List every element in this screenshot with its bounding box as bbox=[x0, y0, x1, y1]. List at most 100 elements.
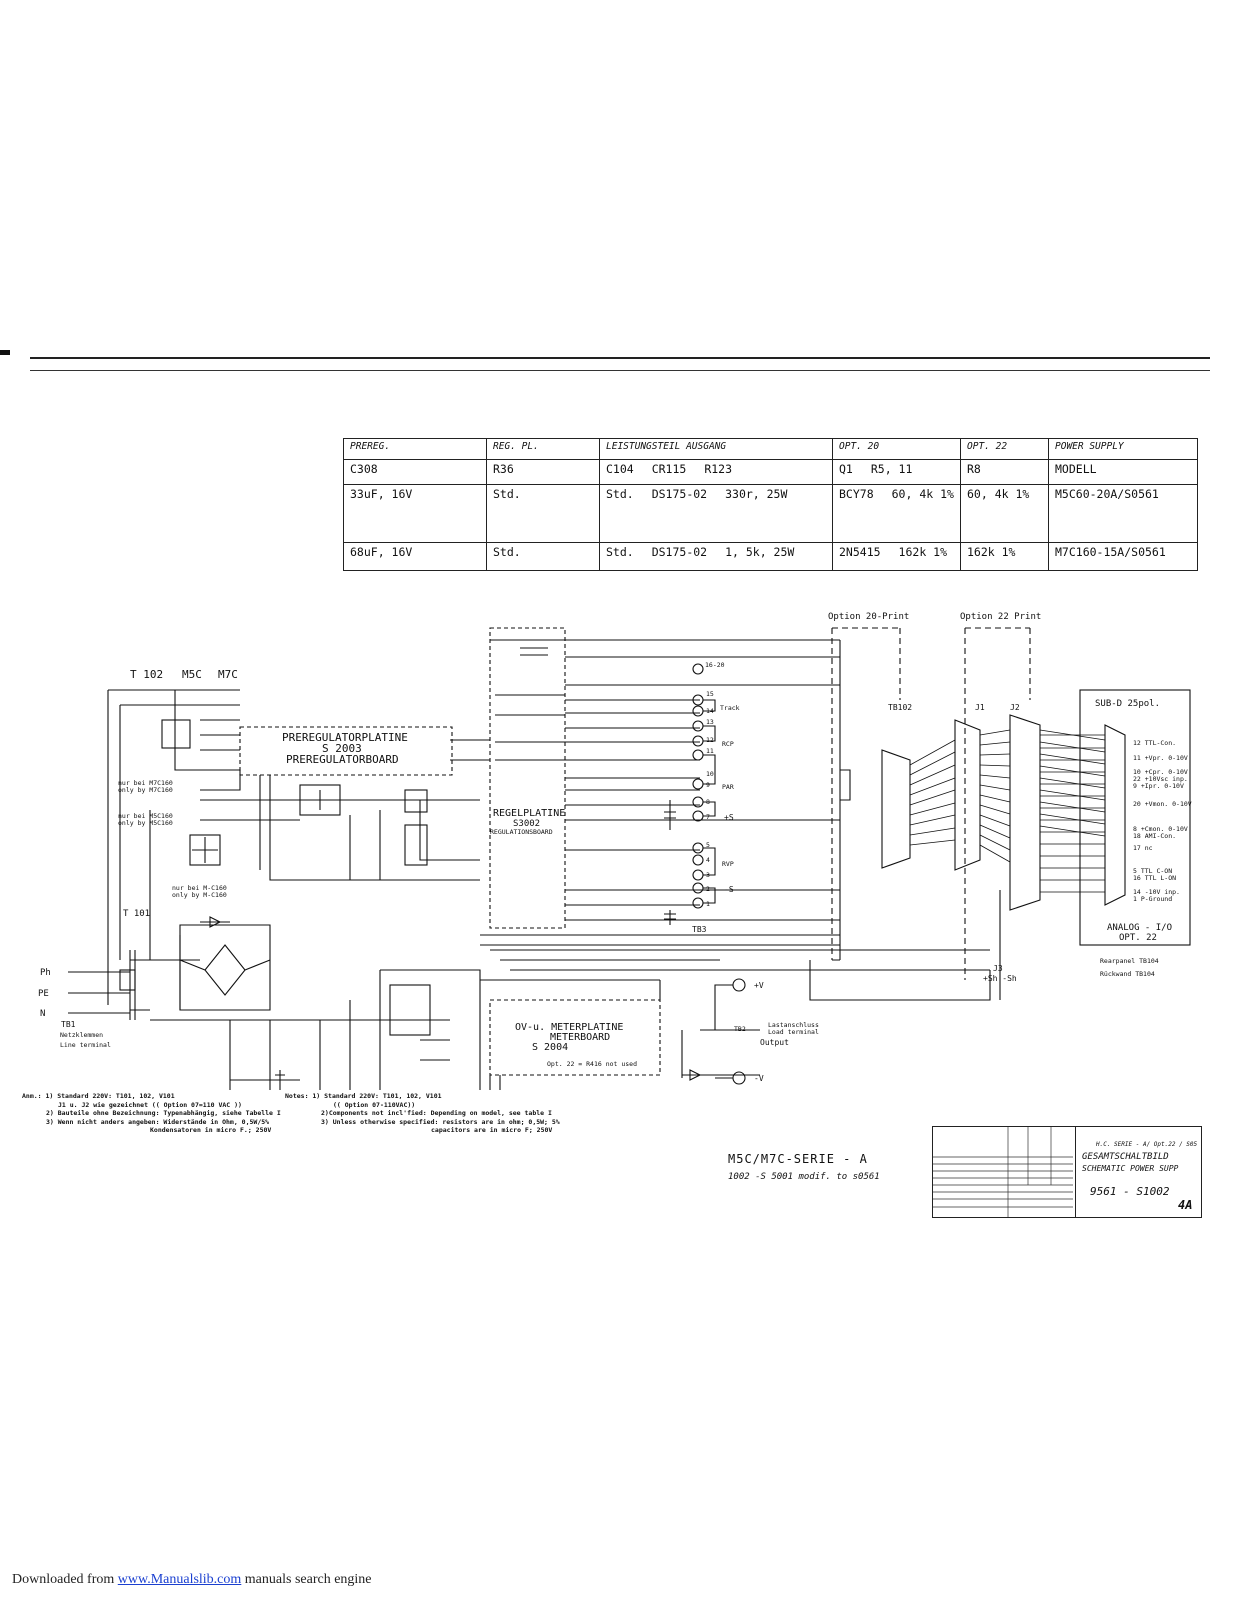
title-block-series: H.C. SERIE - A/ Opt.22 / S05 bbox=[1096, 1141, 1198, 1148]
j2-label: J2 bbox=[1010, 703, 1020, 712]
note-line: 2) Bauteile ohne Bezeichnung: Typenabhän… bbox=[46, 1109, 281, 1117]
subd-pin-label: 22 +10Vsc inp. bbox=[1133, 775, 1188, 783]
subd-pin-label: 17 nc bbox=[1133, 844, 1153, 852]
note-line: 3) Unless otherwise specified: resistors… bbox=[321, 1117, 560, 1126]
cell-prereg: C308 bbox=[343, 458, 487, 486]
rvp-label: RVP bbox=[722, 860, 734, 868]
tb3-label: TB3 bbox=[692, 925, 707, 934]
tb3-pin-number: 8 bbox=[706, 798, 710, 806]
subd-pin-labels: 12 TTL-Con. 11 +Vpr. 0-10V 10 +Cpr. 0-10… bbox=[1133, 739, 1192, 903]
track-label: Track bbox=[720, 704, 740, 712]
note-line: J1 u. J2 wie gezeichnet (( Option 07=110… bbox=[58, 1100, 242, 1109]
netz-label: Netzklemmen bbox=[60, 1031, 103, 1039]
subd-pin-label: 11 +Vpr. 0-10V bbox=[1133, 754, 1188, 762]
tb3-pin-number: 3 bbox=[706, 871, 710, 879]
cell-r511: 60, 4k 1% bbox=[891, 487, 954, 502]
sheet-number: 4A bbox=[1178, 1198, 1193, 1212]
series-label: M5C/M7C-SERIE - A bbox=[728, 1152, 868, 1166]
cell-r8: 60, 4k 1% bbox=[960, 484, 1049, 544]
title-block: H.C. SERIE - A/ Opt.22 / S05 GESAMTSCHAL… bbox=[932, 1126, 1202, 1218]
mc-only-label: nur bei M-C160 bbox=[172, 884, 227, 892]
ph-label: Ph bbox=[40, 968, 51, 978]
subd-pin-label: 10 +Cpr. 0-10V bbox=[1133, 768, 1188, 776]
cell-modell: M5C60-20A/S0561 bbox=[1048, 484, 1198, 544]
subd-pin-label: 16 TTL L-ON bbox=[1133, 874, 1176, 882]
pin-16-20-label: 16-20 bbox=[705, 661, 725, 669]
m5c-only-label: nur bei M5C160 bbox=[118, 812, 173, 820]
tb3-pin-number: 2 bbox=[706, 885, 710, 893]
m5c-label: M5C bbox=[182, 668, 202, 681]
plus-s-label: +S bbox=[724, 813, 734, 822]
rcp-label: RCP bbox=[722, 740, 734, 748]
note-line: Kondensatoren in micro F.; 250V bbox=[150, 1126, 272, 1134]
option22-label: Option 22 Print bbox=[960, 612, 1041, 622]
cell-r123: R123 bbox=[704, 461, 733, 476]
par-label: PAR bbox=[722, 783, 734, 791]
meter-board-title: OV-u. METERPLATINE bbox=[515, 1022, 623, 1033]
subd-pin-label: 12 TTL-Con. bbox=[1133, 739, 1176, 747]
cell-r511: 162k 1% bbox=[898, 545, 948, 560]
cell-regpl: R36 bbox=[486, 458, 600, 486]
tb3-pin-number: 1 bbox=[706, 900, 710, 908]
note-line: Anm.: 1) Standard 220V: T101, 102, V101 bbox=[22, 1092, 175, 1100]
cell-prereg: 68uF, 16V bbox=[343, 542, 487, 571]
top-rule bbox=[30, 357, 1210, 359]
note-line: capacitors are in micro F; 250V bbox=[431, 1126, 553, 1134]
footer-suffix: manuals search engine bbox=[241, 1572, 372, 1587]
plus-v-label: +V bbox=[754, 981, 764, 990]
cell-c104: Std. bbox=[606, 545, 634, 560]
j1-label: J1 bbox=[975, 703, 985, 712]
tb3-pin-number: 7 bbox=[706, 813, 710, 821]
notes-english: Notes: 1) Standard 220V: T101, 102, V101… bbox=[285, 1092, 560, 1135]
manualslib-link[interactable]: www.Manualslib.com bbox=[117, 1572, 242, 1587]
subd-pin-label: 14 -10V inp. bbox=[1133, 888, 1180, 896]
note-line: 3) Wenn nicht anders angeben: Widerständ… bbox=[46, 1117, 270, 1126]
prereg-board-number: S 2003 bbox=[322, 742, 362, 755]
analog-opt-label: OPT. 22 bbox=[1119, 933, 1157, 943]
m7c-label: M7C bbox=[218, 668, 238, 681]
minus-v-label: -V bbox=[754, 1074, 764, 1083]
cell-output: Std. DS175-02 1, 5k, 25W bbox=[599, 542, 833, 571]
title-block-text: H.C. SERIE - A/ Opt.22 / S05 GESAMTSCHAL… bbox=[1075, 1127, 1202, 1217]
m7c-only-label-en: only by M7C160 bbox=[118, 786, 173, 794]
top-rule-thin bbox=[30, 370, 1210, 371]
tb3-pin-number: 9 bbox=[706, 781, 710, 789]
cell-cr115: DS175-02 bbox=[651, 545, 708, 560]
t102-label: T 102 bbox=[130, 668, 163, 681]
subd-pin-label: 8 +Cmon. 0-10V bbox=[1133, 825, 1188, 833]
title-block-title-de: GESAMTSCHALTBILD bbox=[1082, 1152, 1169, 1162]
rearpanel-label: Rearpanel TB104 bbox=[1100, 957, 1159, 965]
subd-label: SUB-D 25pol. bbox=[1095, 699, 1160, 709]
load-terminal-de: Lastanschluss bbox=[768, 1021, 819, 1029]
footer-prefix: Downloaded from bbox=[12, 1572, 118, 1587]
option20-label: Option 20-Print bbox=[828, 612, 909, 622]
subd-pin-label: 1 P-Ground bbox=[1133, 895, 1172, 903]
line-terminal-label: Line terminal bbox=[60, 1041, 111, 1049]
title-block-drawing-number: 9561 - S1002 bbox=[1090, 1185, 1170, 1198]
notes-german: Anm.: 1) Standard 220V: T101, 102, V101 … bbox=[22, 1092, 281, 1135]
meter-board-number: S 2004 bbox=[532, 1042, 568, 1053]
note-line: Notes: 1) Standard 220V: T101, 102, V101 bbox=[285, 1092, 442, 1100]
cell-regpl: Std. bbox=[486, 484, 600, 544]
subd-pin-label: 20 +Vmon. 0-10V bbox=[1133, 800, 1192, 808]
tb3-pin-number: 13 bbox=[706, 718, 714, 726]
title-block-grid bbox=[933, 1127, 1073, 1217]
note-line: (( Option 07-110VAC)) bbox=[333, 1100, 416, 1109]
tb3-pin-number: 10 bbox=[706, 770, 714, 778]
reg-board-subtitle: REGULATIONSBOARD bbox=[490, 828, 553, 836]
cell-r123: 1, 5k, 25W bbox=[725, 545, 795, 560]
table-row: 68uF, 16V Std. Std. DS175-02 1, 5k, 25W 2N… bbox=[343, 542, 1198, 571]
tb2-label: TB2 bbox=[734, 1025, 746, 1033]
tb3-pin-number: 14 bbox=[706, 707, 714, 715]
analog-label: ANALOG - I/O bbox=[1107, 923, 1172, 933]
cell-c104: Std. bbox=[606, 487, 634, 502]
output-label: Output bbox=[760, 1038, 789, 1047]
note-line: 2)Components not incl'fied: Depending on… bbox=[321, 1109, 552, 1117]
tb3-pin-numbers: 15 14 13 12 11 10 9 8 7 5 4 3 2 1 bbox=[706, 690, 714, 908]
tb3-pin-number: 4 bbox=[706, 856, 710, 864]
